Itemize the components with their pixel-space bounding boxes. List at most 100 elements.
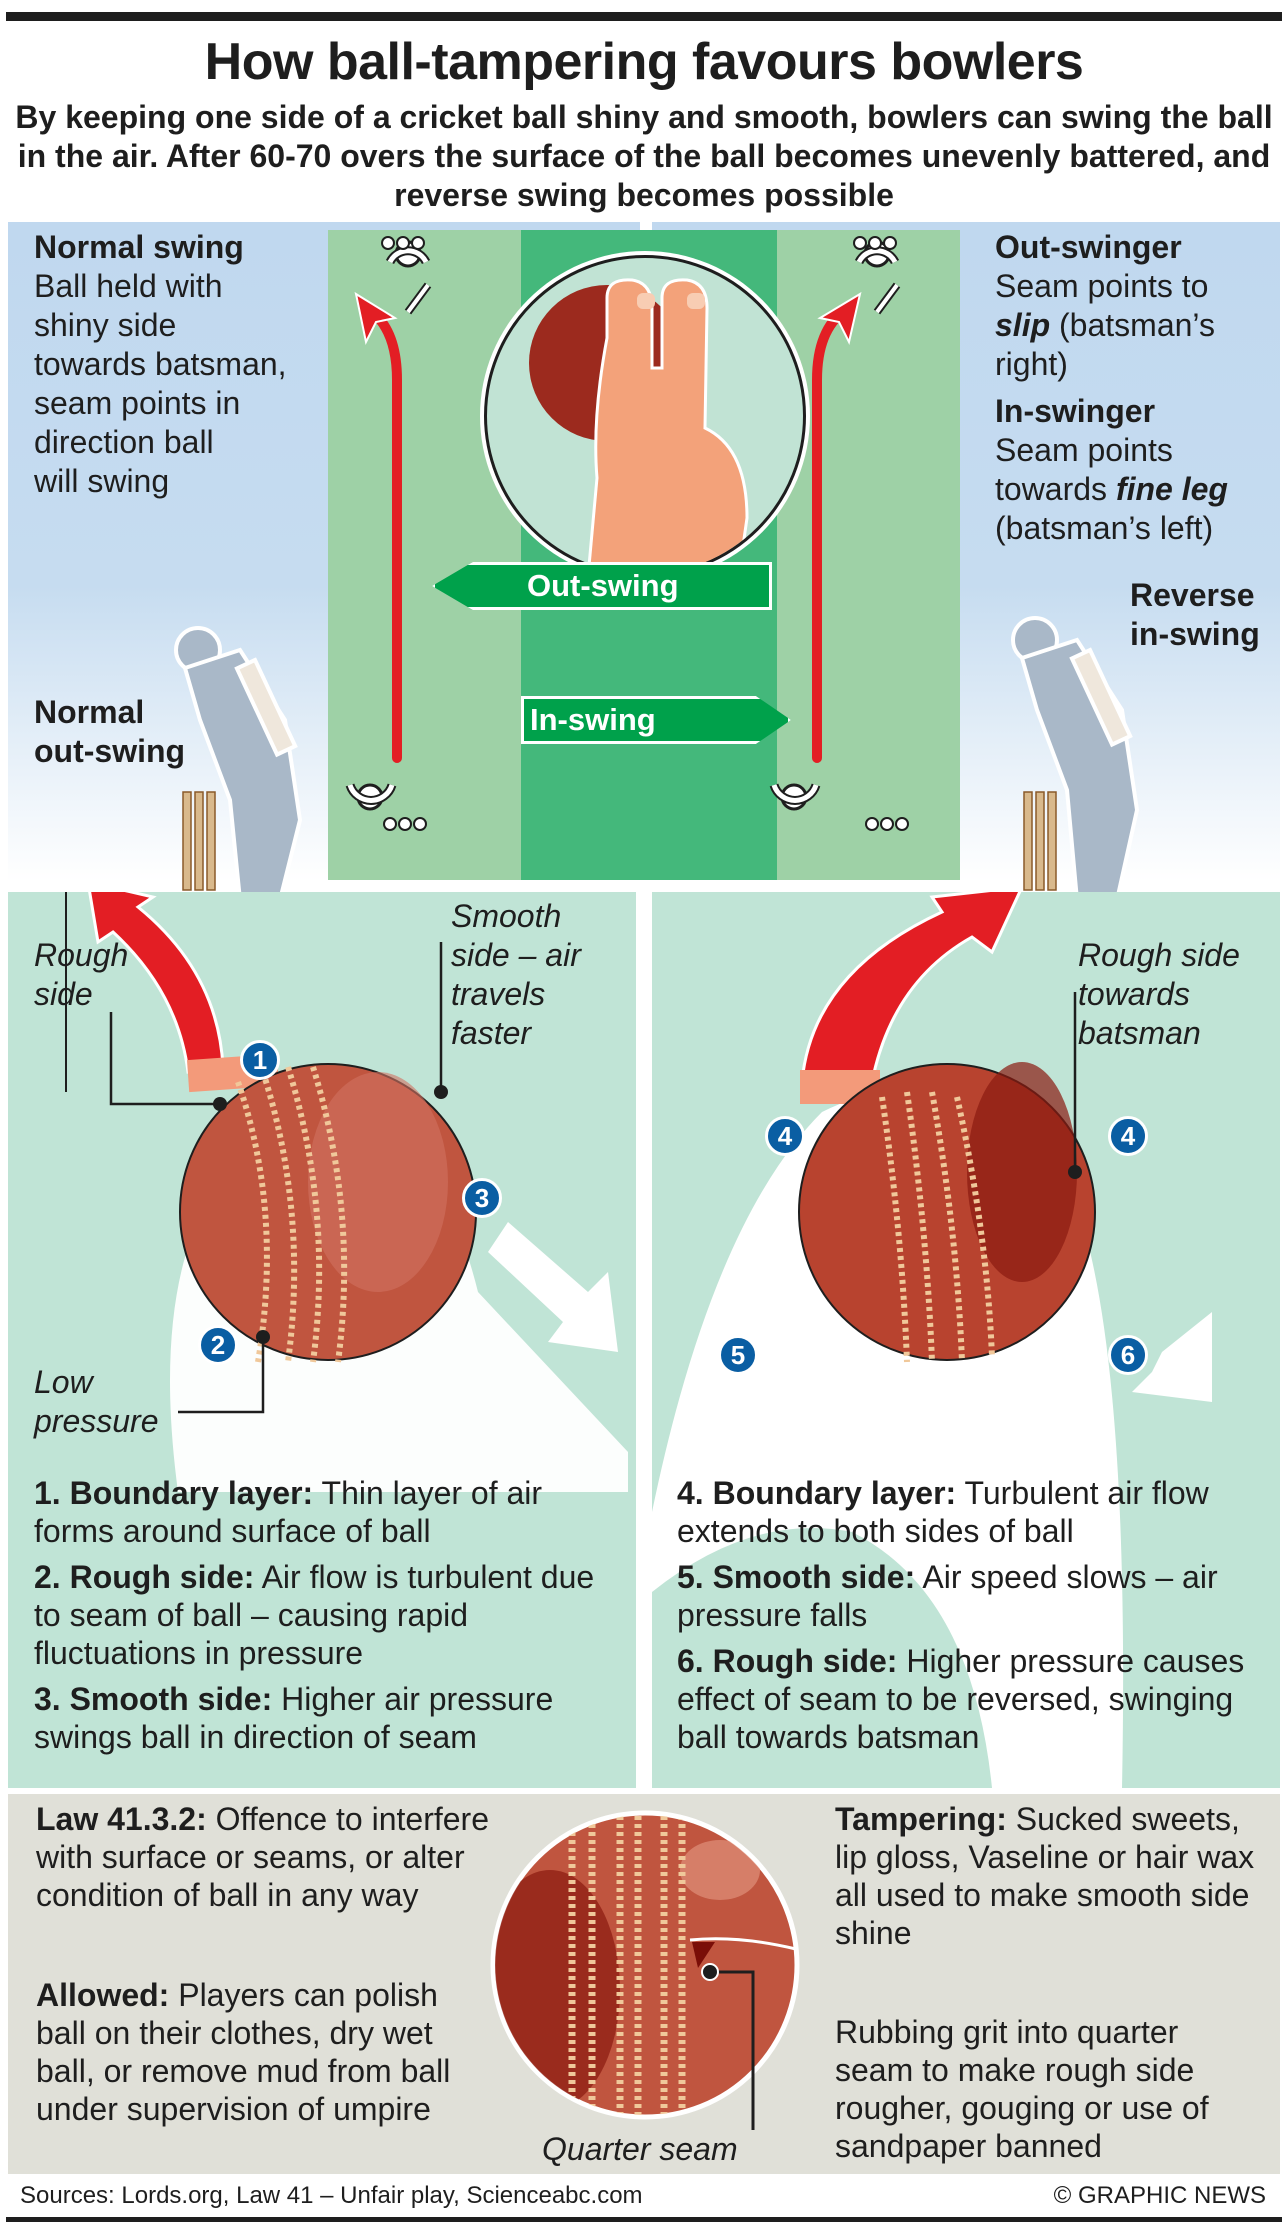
label-line: out-swing xyxy=(34,733,186,769)
explanation-item: 4. Boundary layer: Turbulent air flow ex… xyxy=(677,1474,1277,1550)
gouge-mark xyxy=(692,1942,715,1968)
explanation-item: 2. Rough side: Air flow is turbulent due… xyxy=(34,1558,624,1672)
airflow-arrow xyxy=(1132,1312,1212,1402)
normal-swing-line: will swing xyxy=(34,463,170,499)
ball-grip-illustration xyxy=(484,255,806,577)
leader-dot xyxy=(434,1085,448,1099)
item-heading: 6. Rough side: xyxy=(677,1643,898,1679)
hand-holding-ball xyxy=(529,278,749,574)
badge-1: 1 xyxy=(240,1040,280,1080)
item-heading: 1. Boundary layer: xyxy=(34,1475,314,1511)
normal-swing-heading: Normal swing xyxy=(34,229,244,265)
fine-leg-emphasis: fine leg xyxy=(1115,471,1228,507)
leader-dot xyxy=(701,1963,719,1981)
badge-4-left: 4 xyxy=(765,1116,805,1156)
item-text: Higher air pressure swings ball in direc… xyxy=(34,1681,554,1755)
outswinger-line-rest: (batsman’s xyxy=(1050,307,1215,343)
explanation-item: 5. Smooth side: Air speed slows – air pr… xyxy=(677,1558,1277,1634)
explanation-item: 1. Boundary layer: Thin layer of air for… xyxy=(34,1474,624,1550)
airflow-arrow xyxy=(488,1222,618,1352)
fielder-dots-icon xyxy=(381,236,425,250)
normal-swing-line: Ball held with xyxy=(34,268,223,304)
fielder-dots-icon xyxy=(865,817,909,831)
inswinger-heading: In-swinger xyxy=(995,393,1156,429)
tampering-body: Sucked sweets, lip gloss, Vaseline or ha… xyxy=(835,1801,1255,1951)
label-line: Rough xyxy=(34,937,129,973)
item-text: Thin layer of air forms around surface o… xyxy=(34,1475,543,1549)
leader-line xyxy=(109,1012,218,1106)
badge-2: 2 xyxy=(198,1325,238,1365)
stumps-icon xyxy=(1023,791,1057,891)
label-line: Reverse xyxy=(1130,577,1255,613)
allowed-heading: Allowed: xyxy=(36,1977,170,2013)
rough-side-towards-batsman-label: Rough side towards batsman xyxy=(1078,936,1240,1053)
label-line: travels xyxy=(451,976,546,1012)
rubbing-text: Rubbing grit into quarter seam to make r… xyxy=(835,2014,1209,2164)
batsman-icon xyxy=(385,240,432,315)
fielder-dots-icon xyxy=(853,236,897,250)
item-text: Higher pressure causes effect of seam to… xyxy=(677,1643,1245,1755)
leader-line xyxy=(710,1970,755,2130)
tampering-text: Tampering: Sucked sweets, lip gloss, Vas… xyxy=(835,1800,1265,1952)
normal-swing-line: direction ball xyxy=(34,424,214,460)
fielder-dots-icon xyxy=(383,817,427,831)
inswing-text: In-swing xyxy=(530,702,656,737)
inswinger-line: towards fine leg xyxy=(995,470,1280,509)
item-heading: 5. Smooth side: xyxy=(677,1559,916,1595)
outswinger-heading: Out-swinger xyxy=(995,229,1182,265)
badge-4-right: 4 xyxy=(1108,1116,1148,1156)
item-heading: 3. Smooth side: xyxy=(34,1681,273,1717)
law-body: Offence to interfere with surface or sea… xyxy=(36,1801,489,1913)
leader-dot xyxy=(1068,1165,1082,1179)
batsman-figure xyxy=(174,626,303,900)
ball-seam xyxy=(235,1066,348,1363)
batsman-figure xyxy=(1011,616,1140,900)
leader-dot xyxy=(213,1097,227,1111)
label-line: pressure xyxy=(34,1403,159,1439)
quarter-seam-ball-diagram xyxy=(490,1810,800,2130)
normal-swing-text: Normal swing Ball held with shiny side t… xyxy=(34,228,334,501)
copyright-credit: © GRAPHIC NEWS xyxy=(1053,2182,1266,2209)
outswinger-line: right) xyxy=(995,346,1068,382)
badge-3: 3 xyxy=(462,1178,502,1218)
page-subtitle: By keeping one side of a cricket ball sh… xyxy=(15,99,1273,213)
label-line: Low xyxy=(34,1364,93,1400)
label-line: faster xyxy=(451,1015,532,1051)
item-text: Air speed slows – air pressure falls xyxy=(677,1559,1218,1633)
reverse-swing-ball-diagram xyxy=(652,892,1212,1788)
inswinger-line-pre: towards xyxy=(995,471,1116,507)
stumps-icon xyxy=(182,791,216,891)
top-rule xyxy=(6,12,1282,21)
item-heading: 4. Boundary layer: xyxy=(677,1475,957,1511)
slip-emphasis: slip xyxy=(995,307,1051,343)
item-heading: 2. Rough side: xyxy=(34,1559,255,1595)
item-text: Turbulent air flow extends to both sides… xyxy=(677,1475,1209,1549)
quarter-seam-label: Quarter seam xyxy=(542,2131,738,2167)
panel-divider xyxy=(640,222,652,230)
reverse-swing-explanations: 4. Boundary layer: Turbulent air flow ex… xyxy=(677,1474,1277,1756)
inswinger-line: Seam points xyxy=(995,432,1173,468)
normal-outswing-label: Normal out-swing xyxy=(34,693,185,771)
allowed-body: Players can polish ball on their clothes… xyxy=(36,1977,451,2127)
law-text: Law 41.3.2: Offence to interfere with su… xyxy=(36,1800,506,1914)
outswinger-line: Seam points to xyxy=(995,268,1209,304)
pitch-graphics xyxy=(174,236,1140,900)
normal-swing-explanations: 1. Boundary layer: Thin layer of air for… xyxy=(34,1474,624,1756)
trajectory-arrowhead xyxy=(817,291,862,345)
allowed-text: Allowed: Players can polish ball on thei… xyxy=(36,1976,496,2128)
reverse-inswing-label: Reverse in-swing xyxy=(1130,576,1260,654)
bowler-icon xyxy=(769,783,821,811)
inswing-arrow-label: In-swing xyxy=(521,696,791,744)
normal-swing-ball-diagram xyxy=(65,892,628,1492)
outswing-arrow-label: Out-swing xyxy=(432,562,772,610)
bowler-icon xyxy=(345,783,397,811)
outswinger-line: slip (batsman’s xyxy=(995,306,1280,345)
rough-side-label: Rough side xyxy=(34,936,128,1014)
quarter-seam-line xyxy=(689,1937,795,1952)
label-line: towards xyxy=(1078,976,1191,1012)
explanation-item: 6. Rough side: Higher pressure causes ef… xyxy=(677,1642,1277,1756)
label-line: side – air xyxy=(451,937,581,973)
item-text: Air flow is turbulent due to seam of bal… xyxy=(34,1559,595,1671)
batsman-icon xyxy=(854,240,901,315)
label-line: Smooth xyxy=(451,898,562,934)
